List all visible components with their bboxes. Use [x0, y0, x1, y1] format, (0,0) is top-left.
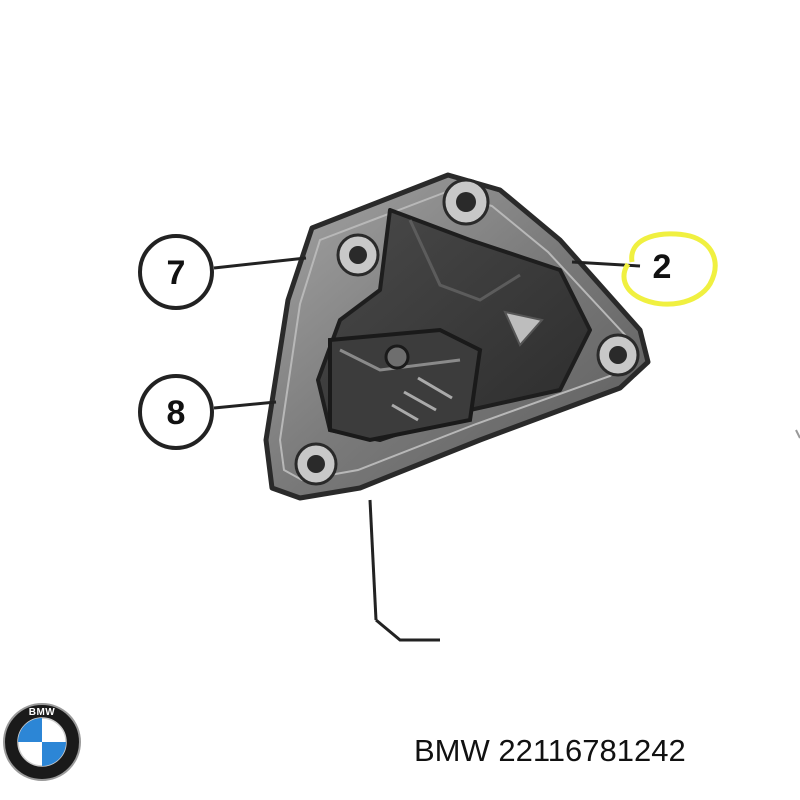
highlight-circle [621, 231, 718, 307]
callout-8-label: 8 [167, 394, 186, 432]
bolt-hole-left [336, 233, 380, 277]
logo-text: BMW [29, 707, 56, 718]
edge-mark [795, 429, 800, 439]
callout-2-label: 2 [653, 248, 672, 286]
caption-part-number: 22116781242 [498, 733, 686, 768]
engine-mount-bracket-diagram: 7 8 2 [138, 172, 800, 642]
bmw-roundel-logo-icon: BMW [3, 703, 81, 781]
bolt-hole-top [442, 178, 490, 226]
callout-7: 7 [138, 234, 214, 310]
callout-8: 8 [138, 374, 214, 450]
mount-housing [316, 208, 592, 443]
caption-brand: BMW [414, 733, 490, 768]
callout-7-label: 7 [167, 254, 186, 292]
bolt-hole-right [596, 333, 640, 377]
part-caption: BMW 22116781242 [414, 735, 686, 766]
bolt-hole-bottom [294, 442, 338, 486]
callout-2: 2 [621, 231, 718, 307]
